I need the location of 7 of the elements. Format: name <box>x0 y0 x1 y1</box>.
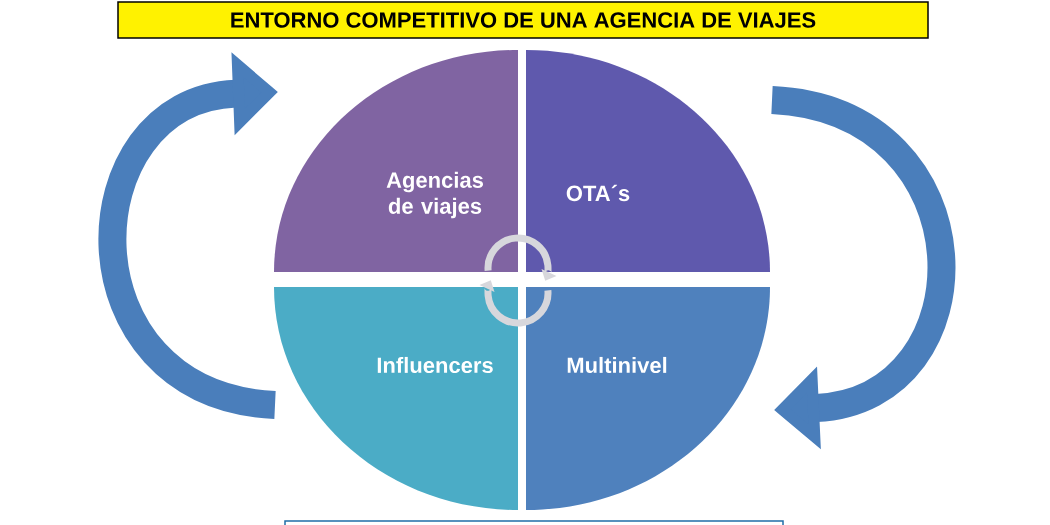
pie-quadrant: OTA´s <box>526 50 770 272</box>
pie-quadrant: Influencers <box>274 287 518 510</box>
curved-arrow <box>769 86 955 450</box>
pie-quadrant: Multinivel <box>526 287 770 510</box>
pie-quadrant: Agencias de viajes <box>274 50 518 272</box>
title-banner: ENTORNO COMPETITIVO DE UNA AGENCIA DE VIAJES <box>117 1 929 39</box>
curved-arrow <box>98 52 278 419</box>
